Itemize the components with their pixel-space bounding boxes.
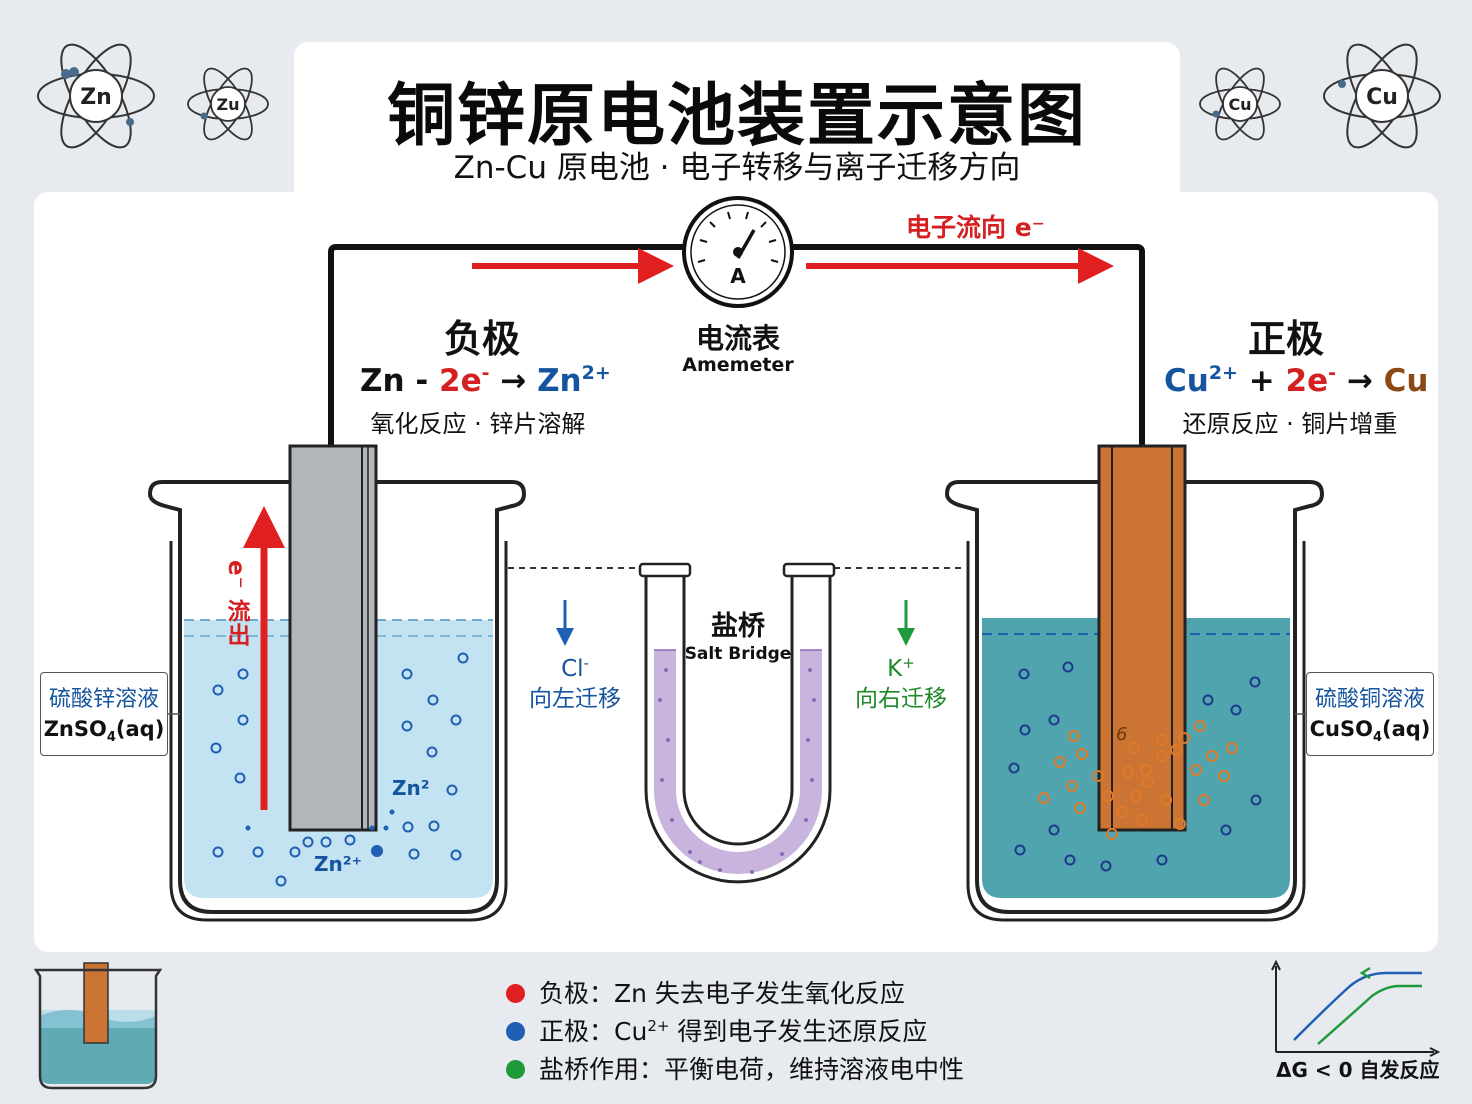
page-subtitle: Zn-Cu 原电池 · 电子转移与离子迁移方向 [453,150,1021,186]
cu-beaker [944,480,1325,914]
ammeter-symbol: A [730,264,746,288]
salt-bridge-dots [658,668,816,874]
atom-icons: Zn Zu Cu Cu [37,43,1441,149]
cl-ion-label: Cl- 向左迁移 [529,654,621,712]
page-title: 铜锌原电池装置示意图 [386,77,1087,156]
anode-equation: Zn - 2e- → Zn2+ [360,362,611,399]
atom-cu-small-label: Cu [1228,95,1251,114]
electron-out-label: e⁻ 流出 [223,560,249,647]
zn-solution-label: 硫酸锌溶液 ZnSO4(aq) [40,672,168,756]
zinc-electrode [288,444,378,832]
atom-cu-big-icon: Cu [1323,43,1441,149]
energy-plot-icon [1271,959,1441,1057]
cu-orange-ions [1038,720,1238,840]
zn-beaker [147,480,527,914]
atom-cu-big-label: Cu [1366,85,1398,110]
ammeter-icon [682,196,794,308]
zn-ions [210,652,469,887]
legend-dot-green [506,1060,525,1079]
cathode-title: 正极 [1247,317,1324,361]
anode-description: 氧化反应 · 锌片溶解 [370,410,586,438]
zn-ion-dots [245,809,395,857]
salt-bridge-fill [654,650,822,874]
dg-label: ΔG < 0 自发反应 [1276,1058,1440,1082]
ammeter-label-en: Amemeter [682,354,794,376]
salt-bridge-tube [644,572,832,884]
salt-bridge-label-en: Salt Bridge [684,644,792,664]
cu-solution-label: 硫酸铜溶液 CuSO4(aq) [1306,672,1434,756]
legend-item-bridge: 盐桥作用：平衡电荷，维持溶液电中性 [506,1050,964,1084]
atom-cu-small-icon: Cu [1199,67,1281,141]
k-ion-label: K+ 向右迁移 [855,654,947,712]
cathode-equation: Cu2+ + 2e- → Cu [1164,362,1429,399]
legend-item-cathode: 正极：Cu2+ 得到电子发生还原反应 [506,1012,927,1046]
electron-flow-label: 电子流向 e⁻ [906,213,1045,242]
ammeter-label-cn: 电流表 [695,322,780,355]
atom-zn-label: Zn [80,85,112,110]
atom-zu-icon: Zu [187,67,269,141]
zn-ion-label-2: Zn²⁺ [314,852,363,876]
legend-item-anode: 负极：Zn 失去电子发生氧化反应 [506,974,905,1008]
anode-title: 负极 [443,317,520,361]
legend-dot-blue [506,1022,525,1041]
atom-zn-icon: Zn [37,43,155,149]
salt-bridge-label-cn: 盐桥 [711,611,765,642]
atom-zu-label: Zu [217,95,240,114]
cu-ion-label: 6 [1116,724,1128,745]
cu-blue-ions [1008,661,1262,872]
zn-ion-label-1: Zn² [392,776,430,800]
title-box: 铜锌原电池装置示意图 Zn-Cu 原电池 · 电子转移与离子迁移方向 [294,42,1180,202]
legend-dot-red [506,984,525,1003]
mini-beaker-icon [33,962,163,1090]
cathode-description: 还原反应 · 铜片增重 [1182,410,1398,438]
